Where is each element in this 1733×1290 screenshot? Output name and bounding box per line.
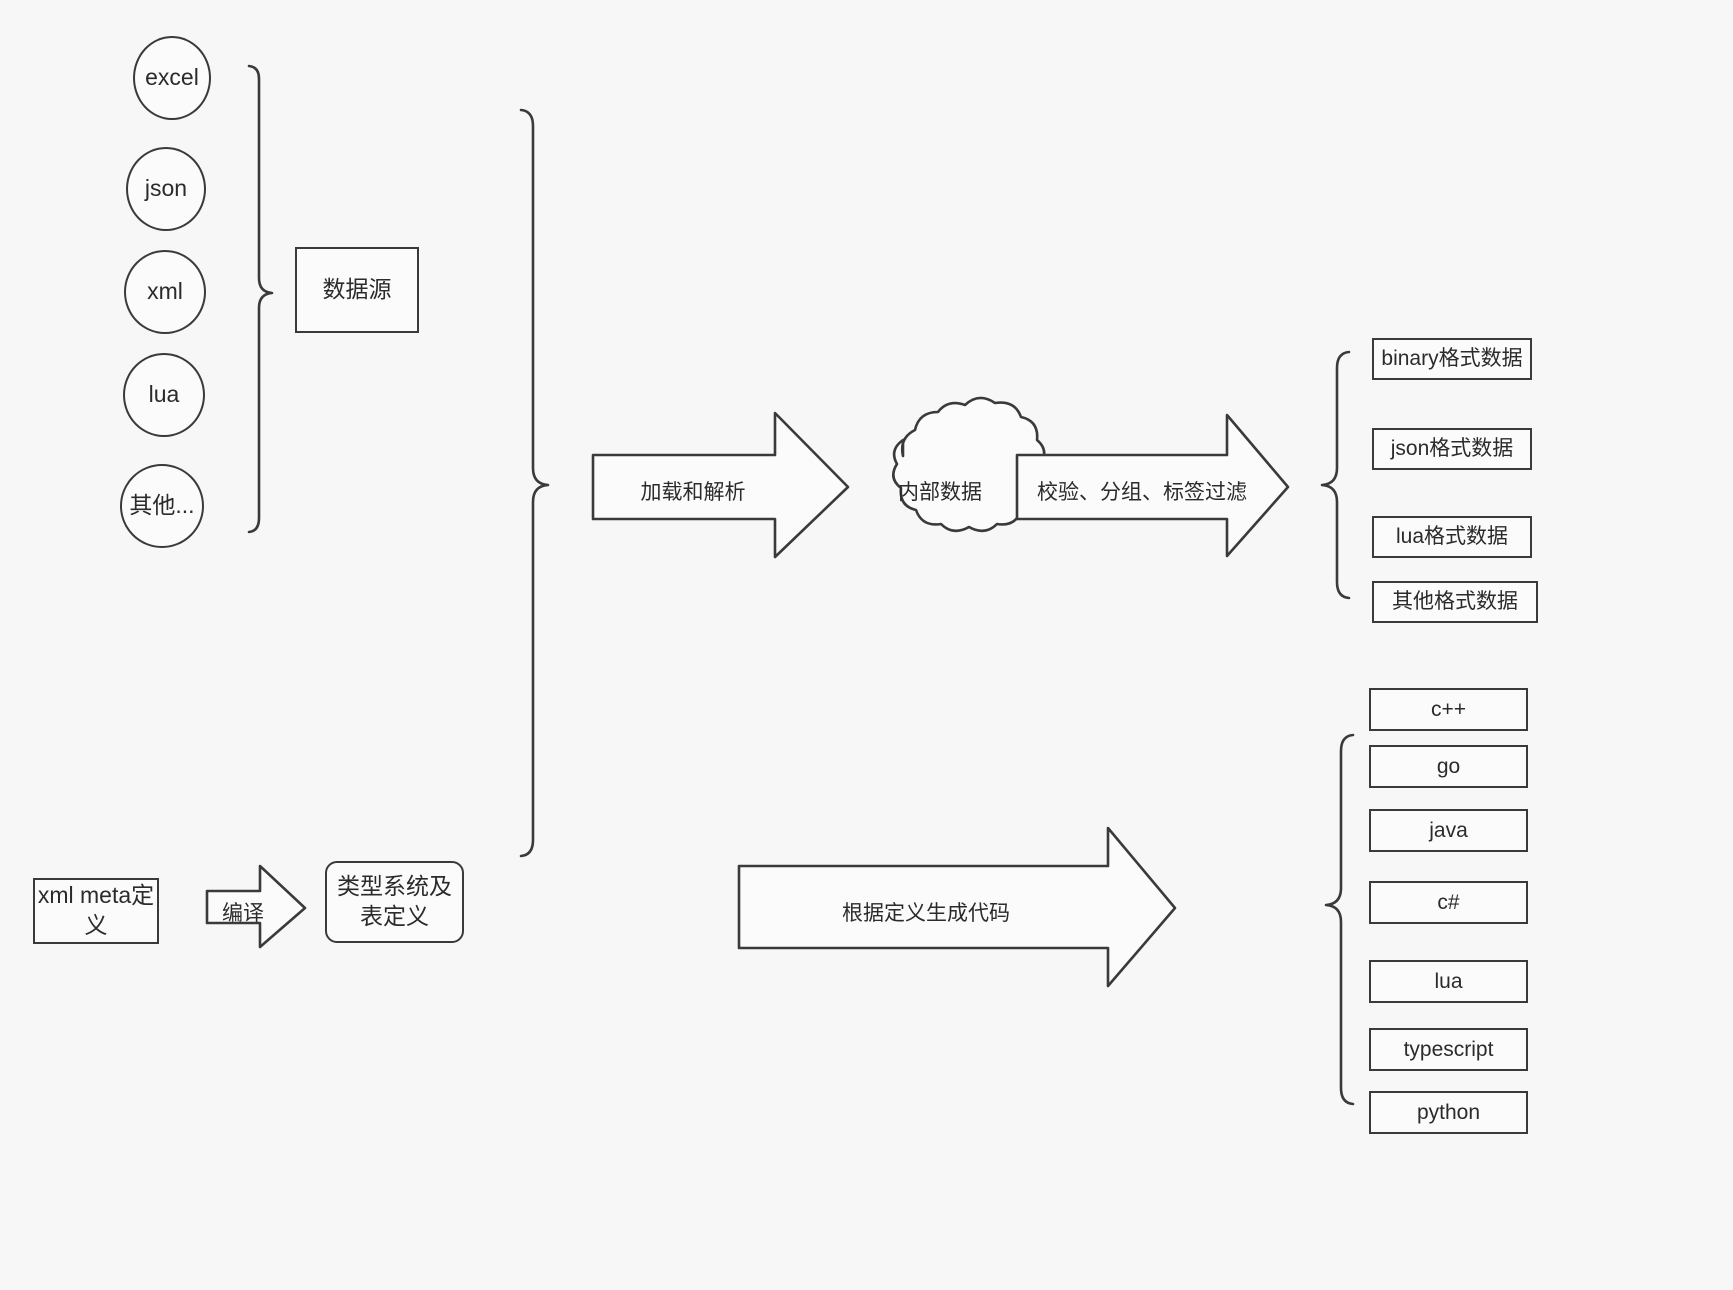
xml-meta-definition-label: xml meta定义 bbox=[37, 882, 155, 938]
data-source-circle-other[interactable]: 其他... bbox=[120, 464, 204, 548]
brace-output-languages bbox=[1324, 733, 1355, 1106]
output-format-label: 其他格式数据 bbox=[1392, 590, 1518, 614]
xml-meta-definition-box[interactable]: xml meta定义 bbox=[33, 878, 159, 944]
data-source-label: 其他... bbox=[129, 492, 195, 519]
data-source-group-label: 数据源 bbox=[322, 276, 392, 303]
data-source-label: lua bbox=[148, 381, 180, 408]
brace-data-sources bbox=[247, 64, 274, 534]
output-language-box-java[interactable]: java bbox=[1369, 809, 1528, 852]
data-source-label: excel bbox=[145, 64, 199, 91]
output-format-label: binary格式数据 bbox=[1381, 347, 1523, 371]
output-language-label: typescript bbox=[1403, 1037, 1494, 1061]
output-language-label: c# bbox=[1437, 890, 1460, 914]
data-source-label: json bbox=[144, 175, 188, 202]
data-source-group-box[interactable]: 数据源 bbox=[295, 247, 419, 333]
compile-arrow-label: 编译 bbox=[222, 902, 264, 925]
output-language-label: python bbox=[1416, 1100, 1481, 1124]
output-format-box-json[interactable]: json格式数据 bbox=[1372, 428, 1532, 470]
output-language-label: go bbox=[1436, 754, 1461, 778]
cloud-internal-data bbox=[892, 396, 1046, 533]
data-source-circle-lua[interactable]: lua bbox=[123, 353, 205, 437]
output-language-box-typescript[interactable]: typescript bbox=[1369, 1028, 1528, 1071]
internal-data-label: 内部数据 bbox=[898, 481, 982, 504]
data-source-label: xml bbox=[147, 278, 183, 305]
output-language-label: c++ bbox=[1430, 697, 1467, 721]
filter-arrow-label: 校验、分组、标签过滤 bbox=[1037, 481, 1247, 504]
brace-output-formats bbox=[1320, 350, 1351, 600]
output-language-box-lua[interactable]: lua bbox=[1369, 960, 1528, 1003]
type-system-label: 类型系统及表定义 bbox=[337, 873, 452, 929]
output-language-box-python[interactable]: python bbox=[1369, 1091, 1528, 1134]
output-language-label: java bbox=[1429, 818, 1468, 842]
load-parse-arrow-label: 加载和解析 bbox=[640, 481, 746, 504]
type-system-box[interactable]: 类型系统及表定义 bbox=[325, 861, 464, 943]
output-format-box-binary[interactable]: binary格式数据 bbox=[1372, 338, 1532, 380]
codegen-arrow-label: 根据定义生成代码 bbox=[842, 902, 1010, 925]
output-language-box-cpp[interactable]: c++ bbox=[1369, 688, 1528, 731]
output-language-box-go[interactable]: go bbox=[1369, 745, 1528, 788]
output-language-box-csharp[interactable]: c# bbox=[1369, 881, 1528, 924]
output-format-label: json格式数据 bbox=[1390, 437, 1514, 461]
output-format-label: lua格式数据 bbox=[1395, 525, 1509, 549]
output-format-box-other[interactable]: 其他格式数据 bbox=[1372, 581, 1538, 623]
brace-pipeline-input bbox=[519, 108, 550, 858]
output-language-label: lua bbox=[1434, 969, 1463, 993]
output-format-box-lua[interactable]: lua格式数据 bbox=[1372, 516, 1532, 558]
data-source-circle-excel[interactable]: excel bbox=[133, 36, 211, 120]
data-source-circle-json[interactable]: json bbox=[126, 147, 206, 231]
data-source-circle-xml[interactable]: xml bbox=[124, 250, 206, 334]
